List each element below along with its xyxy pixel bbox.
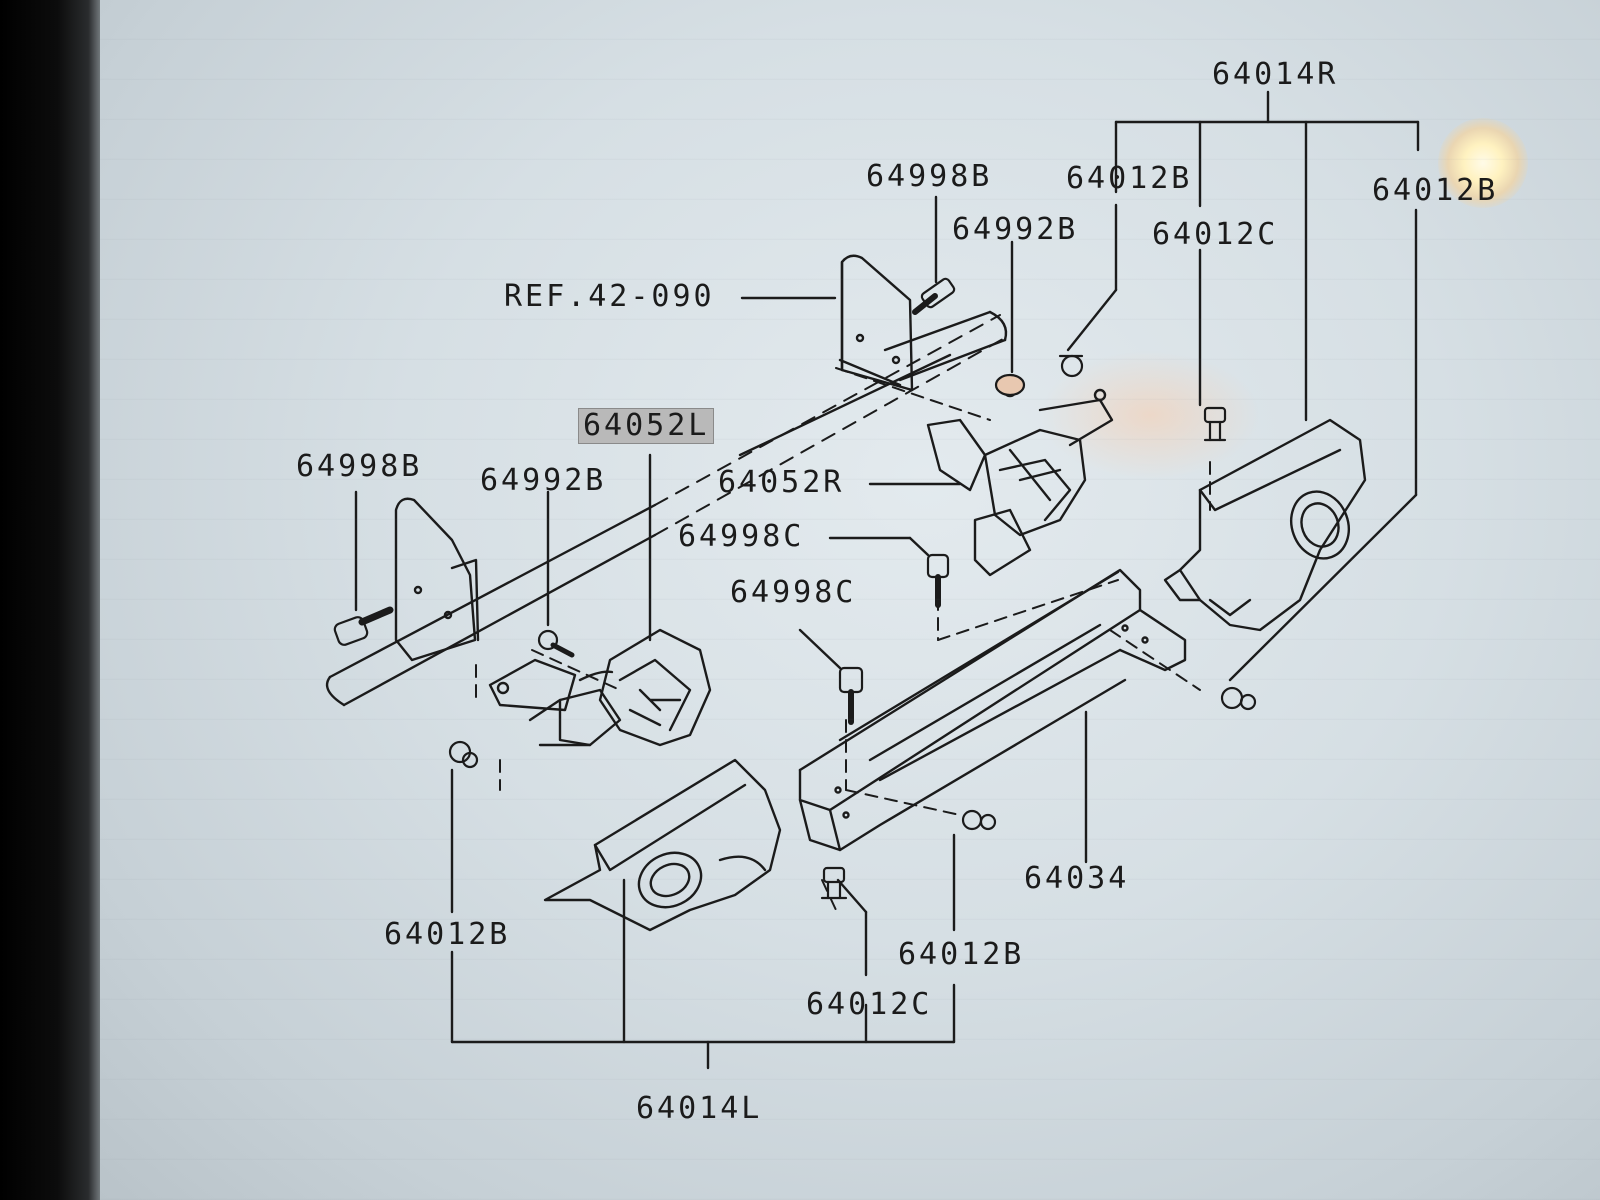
- bolt-64998b-left: [333, 606, 394, 646]
- label-64014r[interactable]: 64014R: [1212, 57, 1339, 92]
- label-64012b-top-b[interactable]: 64012B: [1372, 173, 1499, 208]
- label-64998b-top[interactable]: 64998B: [866, 159, 993, 194]
- label-64012b-mid[interactable]: 64012B: [898, 937, 1025, 972]
- cross-shaft: [325, 310, 1011, 707]
- label-64012b-left[interactable]: 64012B: [384, 917, 511, 952]
- screen-glare: [1438, 118, 1528, 208]
- label-64992b-top[interactable]: 64992B: [952, 212, 1079, 247]
- label-64998b-left[interactable]: 64998B: [296, 449, 423, 484]
- label-64012c-bottom[interactable]: 64012C: [806, 987, 933, 1022]
- label-64034[interactable]: 64034: [1024, 861, 1130, 896]
- bracket-left-drawing: [488, 628, 712, 747]
- left-cover-drawing: [543, 758, 782, 932]
- label-64052l[interactable]: 64052L: [578, 408, 715, 444]
- bracket-right-drawing: [926, 382, 1114, 577]
- clip-64012b-top: [1058, 354, 1084, 378]
- leader-tree-64014l: [450, 768, 956, 1070]
- label-64012b-top-a[interactable]: 64012B: [1066, 161, 1193, 196]
- clip-64012b-lower-left: [448, 740, 479, 769]
- left-mounting-plate: [394, 497, 480, 662]
- bolt-64998b-top: [912, 277, 956, 315]
- label-reference[interactable]: REF.42-090: [504, 279, 715, 314]
- label-64998c-b[interactable]: 64998C: [730, 575, 857, 610]
- clip-64012b-right: [1220, 686, 1257, 711]
- parts-diagram-screen: 64014R 64998B 64012B 64012B 64992B 64012…: [100, 0, 1600, 1200]
- right-cover-drawing: [1163, 418, 1367, 632]
- screen-glare-soft: [1040, 350, 1260, 480]
- clip-64992b-top: [994, 373, 1026, 397]
- label-64052r[interactable]: 64052R: [718, 465, 845, 500]
- bolt-64998c-a: [926, 553, 950, 608]
- label-64014l[interactable]: 64014L: [636, 1091, 763, 1126]
- bolt-64998c-b: [838, 666, 864, 725]
- label-64012c-top[interactable]: 64012C: [1152, 217, 1279, 252]
- cross-beam-drawing: [798, 568, 1187, 852]
- dashed-guides: [475, 367, 1211, 911]
- fasteners: [333, 277, 1257, 900]
- clip-64012b-mid: [961, 809, 997, 831]
- clip-64012c-top: [1203, 406, 1227, 442]
- clip-64012c-bottom: [820, 866, 848, 900]
- leader-lines: [354, 195, 1088, 864]
- monitor-bezel: [0, 0, 104, 1200]
- label-64992b-left[interactable]: 64992B: [480, 463, 607, 498]
- leader-tree-64014r: [1066, 90, 1420, 682]
- label-64998c-a[interactable]: 64998C: [678, 519, 805, 554]
- reference-plate: [838, 254, 914, 392]
- exploded-parts-drawing: [325, 90, 1420, 1070]
- clip-64992b-left: [537, 629, 575, 658]
